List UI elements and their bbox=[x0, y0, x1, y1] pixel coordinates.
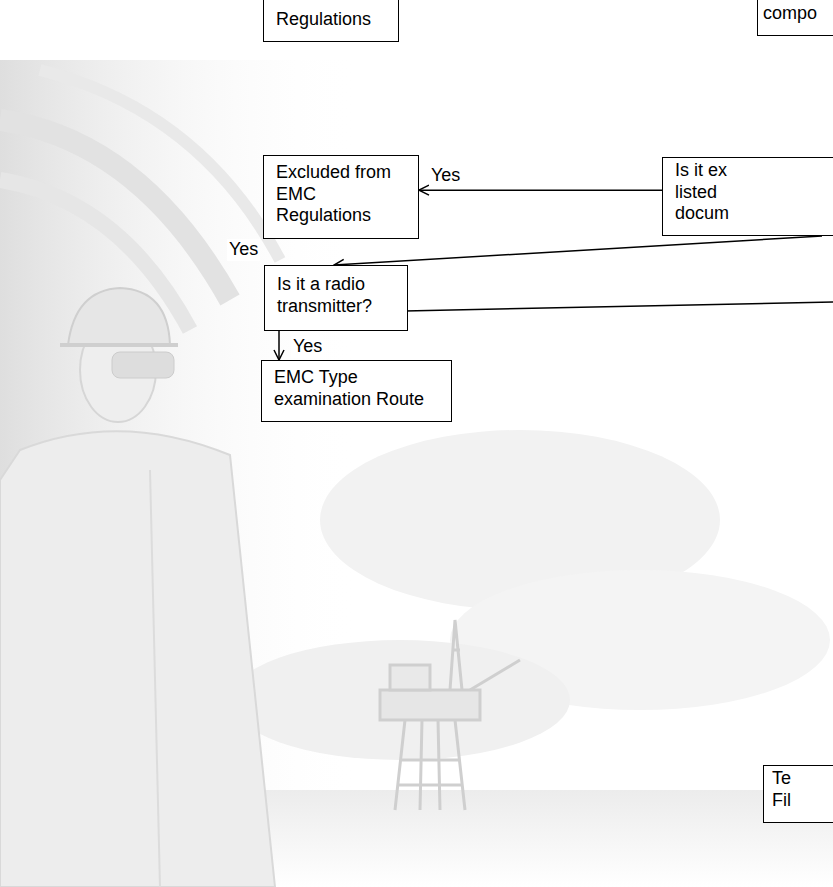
worker-zip bbox=[150, 470, 160, 887]
process-box: Is it ex listed docum bbox=[662, 157, 833, 236]
box-text: Excluded from EMC Regulations bbox=[276, 162, 406, 227]
box-text: Is it a radio transmitter? bbox=[277, 274, 395, 317]
box-text: Te Fil bbox=[772, 768, 802, 811]
oil-rig bbox=[380, 620, 520, 810]
goggles bbox=[112, 352, 174, 378]
process-box: Is it a radio transmitter? bbox=[264, 265, 408, 331]
arrow-connector bbox=[334, 236, 822, 265]
cloud bbox=[230, 640, 570, 760]
process-box: Excluded from EMC Regulations bbox=[263, 155, 419, 239]
edge-label: Yes bbox=[291, 336, 324, 358]
hard-hat bbox=[68, 288, 170, 345]
edge-label: Yes bbox=[429, 165, 462, 187]
process-box: compo bbox=[757, 0, 833, 36]
edge-label: Yes bbox=[227, 239, 260, 261]
box-text: Regulations bbox=[276, 9, 386, 31]
pipe bbox=[40, 70, 280, 260]
connector-line bbox=[405, 302, 833, 311]
hat-brim bbox=[60, 343, 178, 347]
box-text: Is it ex listed docum bbox=[675, 160, 755, 225]
worker-body bbox=[0, 431, 275, 887]
process-box: EMC Type examination Route bbox=[261, 360, 452, 422]
process-box: Te Fil bbox=[763, 765, 833, 823]
box-text: EMC Type examination Route bbox=[274, 367, 439, 410]
arrow-connector bbox=[278, 331, 280, 360]
process-box: Regulations bbox=[263, 0, 399, 42]
arrow-connector bbox=[419, 189, 662, 191]
box-text: compo bbox=[763, 3, 833, 25]
